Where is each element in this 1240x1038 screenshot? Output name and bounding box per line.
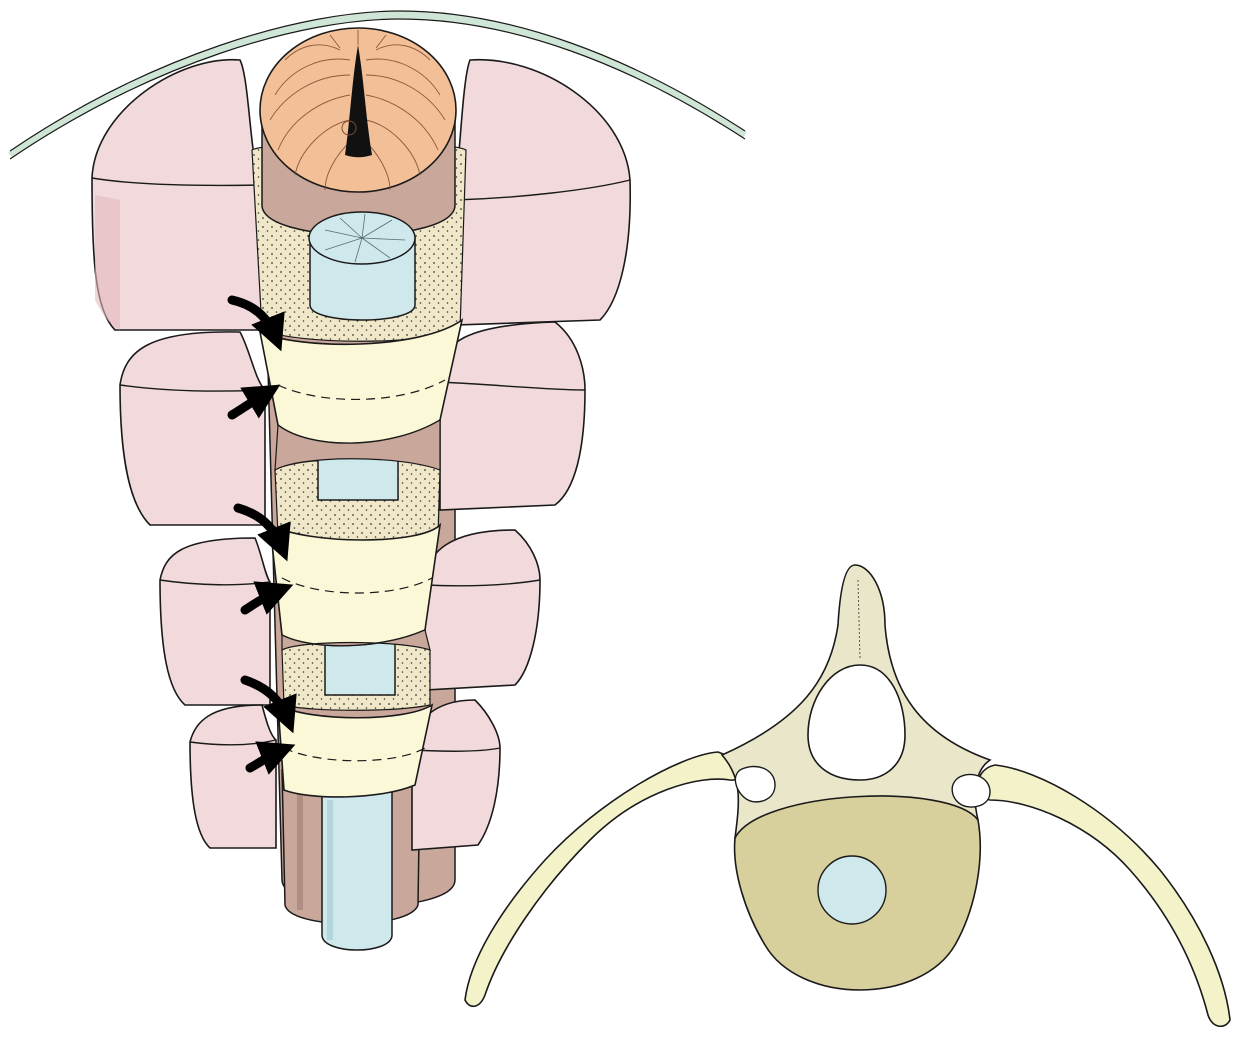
myomeres-left <box>92 60 276 848</box>
myomere <box>190 705 276 848</box>
rib-right <box>978 765 1230 1026</box>
segmented-axis-panel <box>10 11 745 950</box>
myomere <box>440 322 585 510</box>
vertebra-cross-section-panel <box>465 565 1230 1026</box>
neural-tube <box>260 28 456 235</box>
foramen-right <box>952 774 990 807</box>
notochord-remnant <box>818 856 886 924</box>
myomere <box>425 530 540 690</box>
rib-left <box>465 752 739 1006</box>
myomere <box>120 332 265 525</box>
myomere <box>455 60 630 325</box>
